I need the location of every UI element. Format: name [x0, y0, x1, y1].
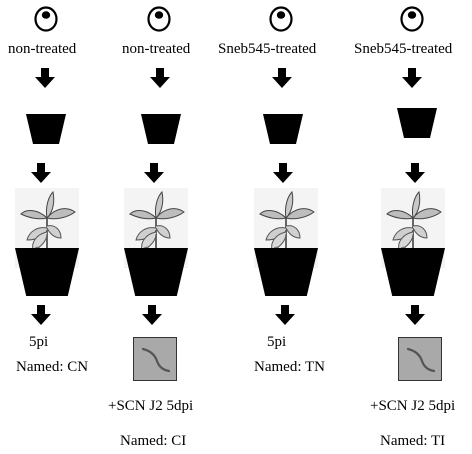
outcome-line-1: 5pi — [29, 334, 49, 350]
nematode-image-icon — [133, 337, 177, 381]
workflow-column-cn: non-treated 5pi Named: CN — [0, 0, 118, 454]
pot-icon — [141, 114, 181, 144]
down-arrow-icon — [142, 305, 162, 325]
outcome-line-1: +SCN J2 5dpi — [370, 398, 456, 414]
down-arrow-icon — [402, 68, 422, 88]
treatment-label: non-treated — [122, 41, 191, 57]
down-arrow-icon — [273, 163, 293, 183]
treatment-label: non-treated — [8, 41, 77, 57]
nematode-image-icon — [398, 337, 442, 381]
outcome-line-2: Named: CI — [120, 433, 187, 449]
pot-icon — [254, 248, 318, 296]
outcome-line-2: Named: TI — [380, 433, 446, 449]
seed-icon — [146, 6, 172, 32]
treatment-label: Sneb545-treated — [354, 41, 453, 57]
pot-icon — [15, 248, 79, 296]
workflow-column-ci: non-treated +SCN J2 5dpi Named: CI — [108, 0, 236, 454]
seed-icon — [399, 6, 425, 32]
down-arrow-icon — [144, 163, 164, 183]
treatment-label: Sneb545-treated — [218, 41, 317, 57]
outcome-line-1: +SCN J2 5dpi — [108, 398, 194, 414]
down-arrow-icon — [405, 305, 425, 325]
down-arrow-icon — [405, 163, 425, 183]
seed-icon — [33, 6, 59, 32]
pot-icon — [124, 248, 188, 296]
down-arrow-icon — [275, 305, 295, 325]
down-arrow-icon — [150, 68, 170, 88]
pot-icon — [397, 108, 437, 138]
outcome-line-2: Named: CN — [16, 359, 89, 375]
seed-icon — [268, 6, 294, 32]
outcome-line-2: Named: TN — [254, 359, 325, 375]
workflow-column-ti: Sneb545-treated +SCN J2 5dpi Named: TI — [354, 0, 472, 454]
pot-icon — [381, 248, 445, 296]
down-arrow-icon — [31, 305, 51, 325]
down-arrow-icon — [272, 68, 292, 88]
workflow-column-tn: Sneb545-treated 5pi Named: TN — [218, 0, 354, 454]
pot-icon — [263, 114, 303, 144]
outcome-line-1: 5pi — [267, 334, 287, 350]
down-arrow-icon — [31, 163, 51, 183]
down-arrow-icon — [35, 68, 55, 88]
pot-icon — [26, 114, 66, 144]
